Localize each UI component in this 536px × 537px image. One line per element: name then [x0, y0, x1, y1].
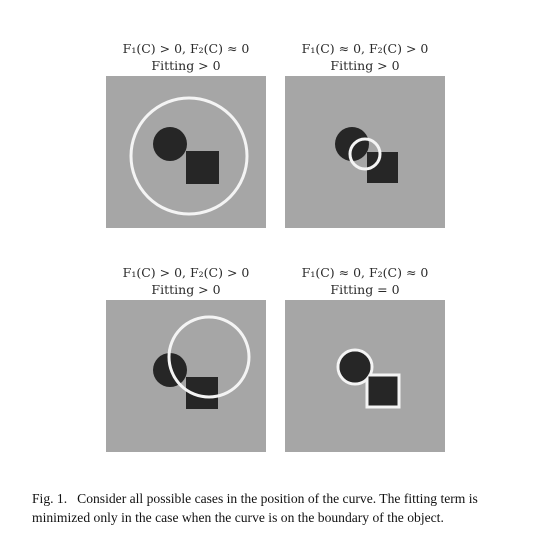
- panel-label: F₁(C) > 0, F₂(C) > 0 Fitting > 0: [106, 264, 266, 298]
- fitting-condition: Fitting = 0: [330, 282, 400, 297]
- evolving-curve: [167, 315, 251, 399]
- panel-label: F₁(C) ≈ 0, F₂(C) > 0 Fitting > 0: [285, 40, 445, 74]
- energy-condition: F₁(C) > 0, F₂(C) ≈ 0: [122, 41, 250, 56]
- energy-condition: F₁(C) ≈ 0, F₂(C) > 0: [301, 41, 429, 56]
- energy-condition: F₁(C) ≈ 0, F₂(C) ≈ 0: [301, 265, 429, 280]
- panel-label: F₁(C) > 0, F₂(C) ≈ 0 Fitting > 0: [106, 40, 266, 74]
- caption-text: Consider all possible cases in the posit…: [32, 491, 478, 525]
- fitting-condition: Fitting > 0: [330, 58, 400, 73]
- evolving-curve: [129, 96, 249, 216]
- object-disk-inner: [339, 351, 371, 383]
- segmentation-image: [285, 300, 445, 452]
- figure-caption: Fig. 1.Consider all possible cases in th…: [32, 489, 532, 527]
- segmentation-image: [285, 76, 445, 228]
- panel-label: F₁(C) ≈ 0, F₂(C) ≈ 0 Fitting = 0: [285, 264, 445, 298]
- object-disk: [153, 127, 187, 161]
- fitting-condition: Fitting > 0: [151, 58, 221, 73]
- object-with-boundary-curve: [336, 348, 401, 409]
- energy-condition: F₁(C) > 0, F₂(C) > 0: [122, 265, 250, 280]
- fitting-condition: Fitting > 0: [151, 282, 221, 297]
- segmentation-image: [106, 76, 266, 228]
- segmentation-image: [106, 300, 266, 452]
- object-square: [186, 151, 219, 184]
- object-square-inner: [368, 376, 398, 406]
- evolving-curve: [348, 137, 382, 171]
- caption-label: Fig. 1.: [32, 491, 68, 506]
